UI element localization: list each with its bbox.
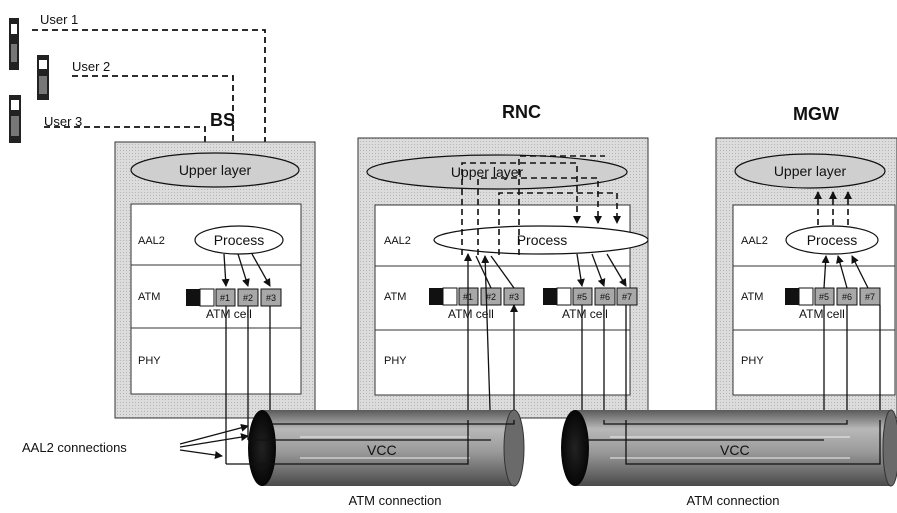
atm-connection-2: VCC ATM connection — [561, 410, 897, 508]
atm-cell: #1 — [216, 289, 235, 306]
mobile-phone-icon — [9, 18, 19, 70]
process-label: Process — [517, 232, 568, 248]
atm-cell: #6 — [837, 288, 857, 305]
phy-label: PHY — [384, 355, 407, 367]
phy-label: PHY — [138, 355, 161, 367]
pipe-end — [561, 410, 589, 486]
process-label: Process — [807, 232, 858, 248]
svg-text:#3: #3 — [509, 292, 519, 302]
atm-cell-label: ATM cell — [206, 307, 252, 321]
atm-connection-label: ATM connection — [349, 493, 442, 508]
atm-cell: #5 — [815, 288, 834, 305]
user-label: User 1 — [40, 12, 78, 27]
user-2: User 2 — [37, 55, 110, 100]
atm-cell: #3 — [504, 288, 524, 305]
user-3: User 3 — [9, 95, 82, 143]
upper-layer-label: Upper layer — [774, 163, 847, 179]
mobile-phone-icon — [9, 95, 21, 143]
svg-text:#3: #3 — [266, 293, 276, 303]
atm-cell-label: ATM cell — [562, 307, 608, 321]
mobile-phone-icon — [37, 55, 49, 100]
svg-text:#5: #5 — [577, 292, 587, 302]
user-label: User 2 — [72, 59, 110, 74]
phy-label: PHY — [741, 355, 764, 367]
atm-cell: #5 — [573, 288, 592, 305]
cell-header — [186, 289, 200, 306]
svg-text:#7: #7 — [865, 292, 875, 302]
svg-text:#5: #5 — [819, 292, 829, 302]
svg-text:#2: #2 — [243, 293, 253, 303]
atm-connection-1: VCC ATM connection — [248, 410, 524, 508]
node-mgw: MGW Upper layer AAL2 ATM PHY Process #5 … — [716, 104, 897, 440]
node-title: BS — [210, 110, 235, 130]
atm-cell: #2 — [238, 289, 258, 306]
svg-text:#6: #6 — [600, 292, 610, 302]
atm-cell-label: ATM cell — [799, 307, 845, 321]
atm-cell: #6 — [595, 288, 615, 305]
atm-cell: #7 — [617, 288, 637, 305]
aal2-connections-label: AAL2 connections — [22, 440, 127, 455]
upper-layer-label: Upper layer — [179, 162, 252, 178]
node-rnc: RNC Upper layer AAL2 ATM PHY Process #1 … — [358, 102, 648, 440]
svg-text:#1: #1 — [220, 293, 230, 303]
node-title: RNC — [502, 102, 541, 122]
atm-cell: #3 — [261, 289, 281, 306]
svg-text:#2: #2 — [486, 292, 496, 302]
process-label: Process — [214, 232, 265, 248]
vcc-label: VCC — [367, 442, 397, 458]
pipe-end — [248, 410, 276, 486]
atm-label: ATM — [741, 291, 763, 303]
node-title: MGW — [793, 104, 839, 124]
atm-label: ATM — [384, 291, 406, 303]
aal2-label: AAL2 — [741, 235, 768, 247]
svg-text:#6: #6 — [842, 292, 852, 302]
svg-text:#7: #7 — [622, 292, 632, 302]
atm-cell: #2 — [481, 288, 501, 305]
atm-connection-label: ATM connection — [687, 493, 780, 508]
vcc-label: VCC — [720, 442, 750, 458]
atm-label: ATM — [138, 291, 160, 303]
atm-cell: #7 — [860, 288, 880, 305]
aal2-label: AAL2 — [138, 235, 165, 247]
aal2-connections: AAL2 connections — [22, 426, 248, 456]
aal2-label: AAL2 — [384, 235, 411, 247]
